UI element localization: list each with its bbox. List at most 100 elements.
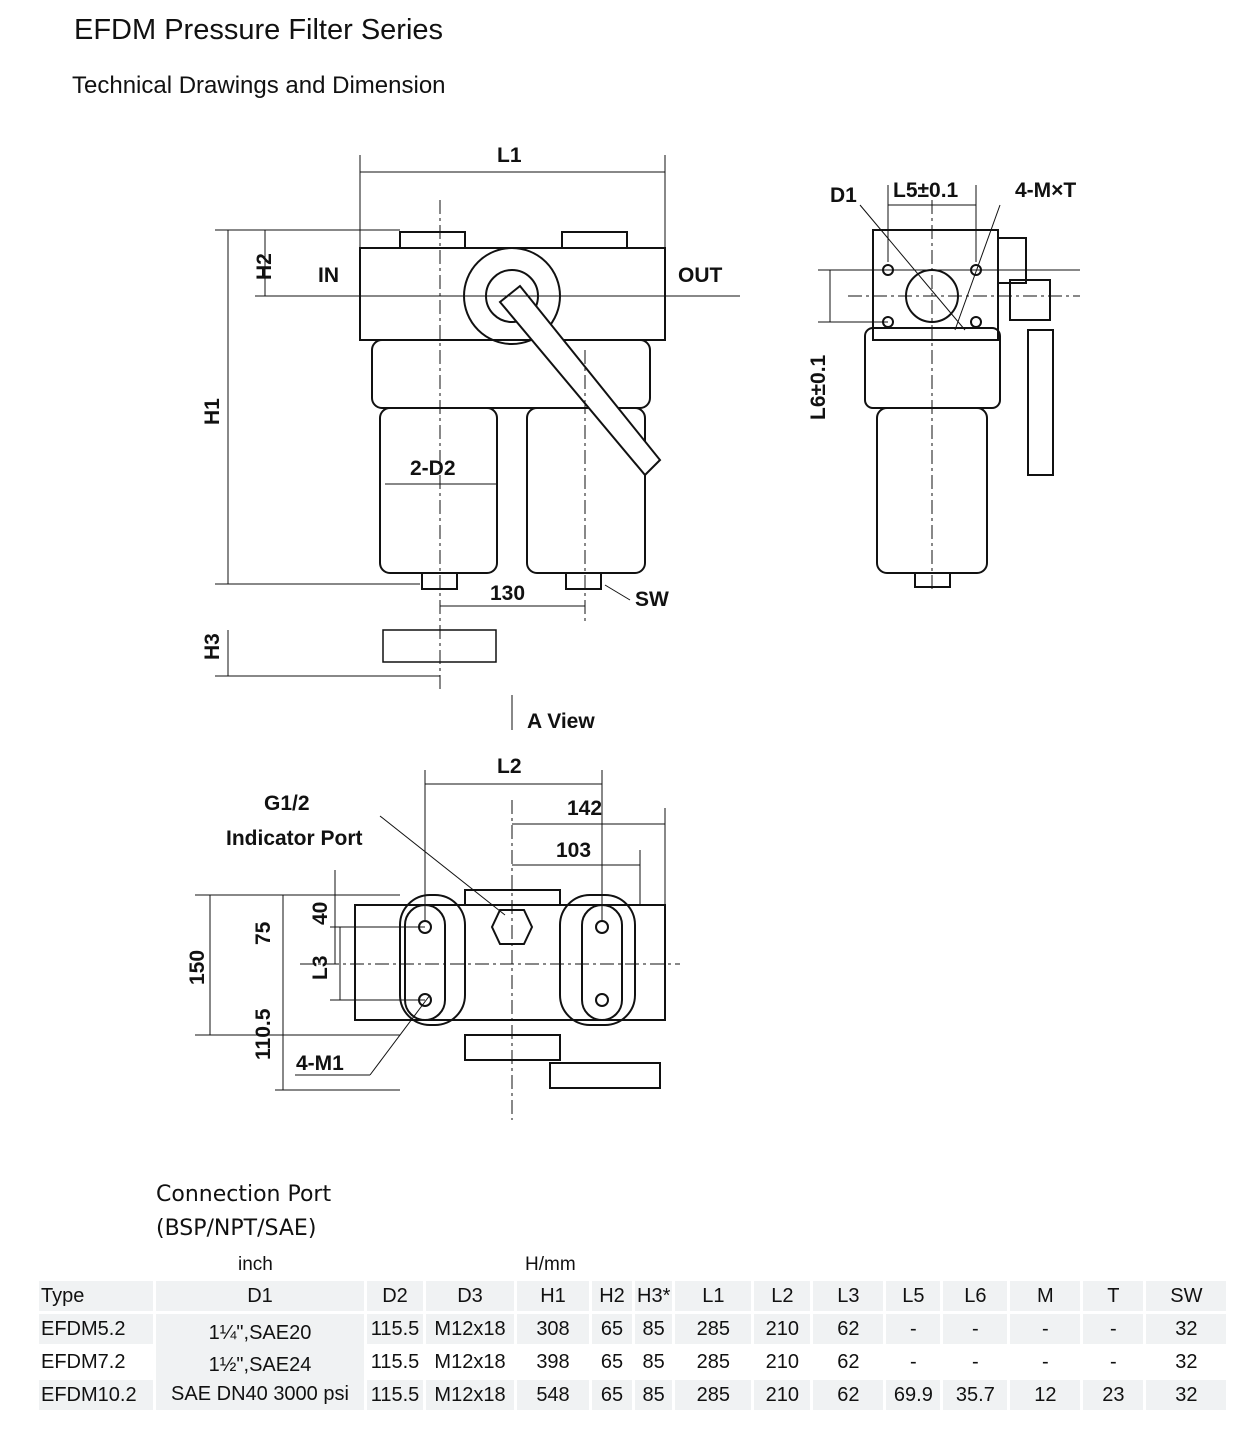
cell: 62 — [813, 1314, 884, 1344]
cell: 285 — [675, 1347, 752, 1377]
cell: - — [1083, 1347, 1144, 1377]
dim-l1: L1 — [497, 144, 522, 167]
cell: 115.5 — [367, 1347, 423, 1377]
cell: 69.9 — [886, 1380, 941, 1410]
label-a-view: A View — [527, 710, 595, 733]
dim-h2: H2 — [253, 253, 276, 280]
header-cell: H2 — [592, 1281, 632, 1311]
cell: M12x18 — [426, 1380, 514, 1410]
header-cell: Type — [39, 1281, 153, 1311]
dim-l5: L5±0.1 — [893, 179, 959, 202]
header-cell: SW — [1146, 1281, 1227, 1311]
cell: 285 — [675, 1314, 752, 1344]
connection-port-standards: (BSP/NPT/SAE) — [156, 1216, 317, 1241]
cell: 85 — [635, 1347, 673, 1377]
dim-2-d2: 2-D2 — [410, 457, 456, 480]
header-cell: D2 — [367, 1281, 423, 1311]
dim-142: 142 — [567, 797, 602, 820]
dim-l3: L3 — [309, 955, 332, 980]
cell: 62 — [813, 1347, 884, 1377]
header-cell: M — [1010, 1281, 1081, 1311]
dim-130: 130 — [490, 582, 525, 605]
dim-103: 103 — [556, 839, 591, 862]
cell: - — [886, 1314, 941, 1344]
table-row: EFDM5.2 1¼",SAE20 1½",SAE24 SAE DN40 300… — [39, 1314, 1227, 1410]
header-cell: L1 — [675, 1281, 752, 1311]
type-cell: EFDM5.2 — [39, 1314, 153, 1344]
cell: - — [886, 1347, 941, 1377]
dim-150: 150 — [186, 950, 209, 985]
unit-inch: inch — [238, 1254, 273, 1275]
technical-drawing: L1 IN OUT H2 H1 H3 2-D2 130 SW D1 L5±0.1… — [186, 144, 1080, 1120]
cell: - — [1083, 1314, 1144, 1344]
cell: 210 — [754, 1347, 811, 1377]
cell: 65 — [592, 1347, 632, 1377]
cell: 308 — [517, 1314, 589, 1344]
cell: 285 — [675, 1380, 752, 1410]
cell: 32 — [1146, 1347, 1227, 1377]
dim-l6: L6±0.1 — [807, 354, 830, 420]
cell: 32 — [1146, 1380, 1227, 1410]
cell: 210 — [754, 1380, 811, 1410]
d1-cell: 1¼",SAE20 1½",SAE24 SAE DN40 3000 psi — [156, 1314, 364, 1410]
cell: 398 — [517, 1347, 589, 1377]
label-indicator-port: Indicator Port — [226, 827, 363, 850]
unit-mm: H/mm — [525, 1254, 576, 1275]
dim-40: 40 — [309, 902, 332, 925]
cell: 548 — [517, 1380, 589, 1410]
cell: 115.5 — [367, 1314, 423, 1344]
header-cell: H3* — [635, 1281, 673, 1311]
header-cell: T — [1083, 1281, 1144, 1311]
header-cell: D3 — [426, 1281, 514, 1311]
side-view — [818, 185, 1080, 590]
header-cell: L6 — [943, 1281, 1008, 1311]
d1-value: 1¼",SAE20 — [208, 1322, 312, 1344]
label-g12: G1/2 — [264, 792, 310, 815]
cell: 115.5 — [367, 1380, 423, 1410]
cell: - — [1010, 1314, 1081, 1344]
dim-l2: L2 — [497, 755, 522, 778]
label-sw: SW — [635, 588, 669, 611]
cell: 65 — [592, 1380, 632, 1410]
cell: 32 — [1146, 1314, 1227, 1344]
page-subtitle: Technical Drawings and Dimension — [72, 72, 446, 99]
cell: 23 — [1083, 1380, 1144, 1410]
connection-port-label: Connection Port — [156, 1182, 332, 1207]
cell: - — [943, 1347, 1008, 1377]
cell: 35.7 — [943, 1380, 1008, 1410]
cell: - — [1010, 1347, 1081, 1377]
cell: 62 — [813, 1380, 884, 1410]
cell: M12x18 — [426, 1314, 514, 1344]
label-4-m1: 4-M1 — [296, 1052, 344, 1075]
a-view — [195, 770, 680, 1120]
dim-4-m-t: 4-M×T — [1015, 179, 1076, 202]
table-header-row: Type D1 D2 D3 H1 H2 H3* L1 L2 L3 L5 L6 M… — [39, 1281, 1227, 1311]
label-out: OUT — [678, 264, 723, 287]
label-in: IN — [318, 264, 339, 287]
cell: M12x18 — [426, 1347, 514, 1377]
dim-h1: H1 — [201, 398, 224, 425]
type-cell: EFDM10.2 — [39, 1380, 153, 1410]
header-cell: L5 — [886, 1281, 941, 1311]
header-cell: L2 — [754, 1281, 811, 1311]
dim-110-5: 110.5 — [252, 1008, 275, 1060]
d1-value: SAE DN40 3000 psi — [171, 1383, 349, 1405]
header-cell: H1 — [517, 1281, 589, 1311]
cell: 65 — [592, 1314, 632, 1344]
cell: 85 — [635, 1380, 673, 1410]
dim-d1: D1 — [830, 184, 857, 207]
dimension-table: Type D1 D2 D3 H1 H2 H3* L1 L2 L3 L5 L6 M… — [36, 1278, 1229, 1413]
page-title: EFDM Pressure Filter Series — [74, 14, 444, 46]
dim-h3: H3 — [201, 633, 224, 660]
front-view — [215, 155, 740, 730]
type-cell: EFDM7.2 — [39, 1347, 153, 1377]
cell: 85 — [635, 1314, 673, 1344]
cell: - — [943, 1314, 1008, 1344]
cell: 12 — [1010, 1380, 1081, 1410]
cell: 210 — [754, 1314, 811, 1344]
header-cell: D1 — [156, 1281, 364, 1311]
header-cell: L3 — [813, 1281, 884, 1311]
dim-75: 75 — [252, 921, 275, 945]
